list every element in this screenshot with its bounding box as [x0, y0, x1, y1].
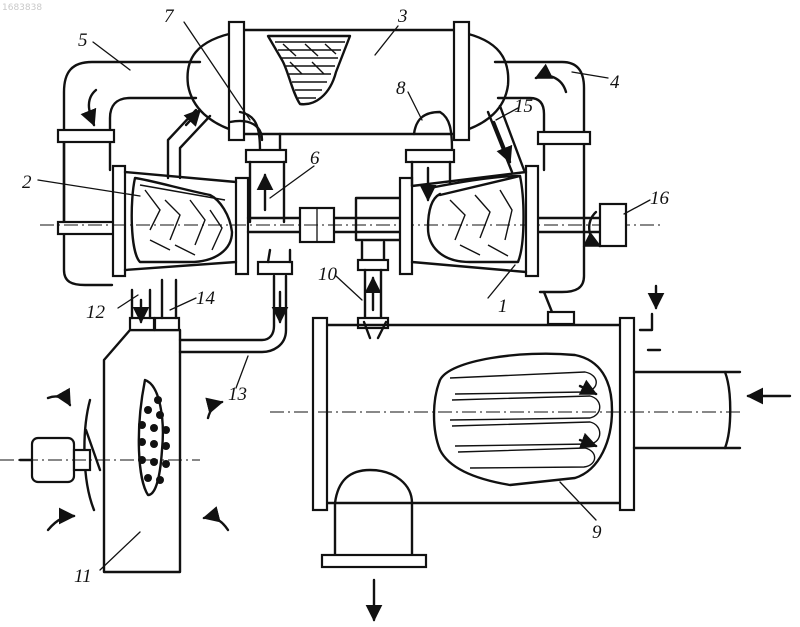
- tank-9: [270, 286, 790, 620]
- label-1: 1: [498, 296, 508, 317]
- pipe-10: [358, 242, 388, 328]
- leader-lines: [38, 22, 650, 570]
- part-labels: 1 2 3 4 5 6 7 8 9 10 11 12 13 14 15 16: [22, 6, 670, 587]
- cooler-11: [0, 280, 228, 572]
- label-16: 16: [650, 188, 670, 209]
- label-10: 10: [318, 264, 338, 285]
- label-3: 3: [397, 6, 408, 27]
- label-4: 4: [610, 72, 620, 93]
- label-9: 9: [592, 522, 602, 543]
- label-5: 5: [78, 30, 88, 51]
- label-11: 11: [74, 566, 92, 587]
- duct-4: [495, 62, 590, 324]
- label-12: 12: [86, 302, 106, 323]
- label-14: 14: [196, 288, 216, 309]
- pipe-left-diagonal: [168, 110, 210, 178]
- watermark-text: 1683838: [2, 3, 42, 13]
- label-8: 8: [396, 78, 406, 99]
- label-13: 13: [228, 384, 247, 405]
- cooler-tubes: [138, 396, 170, 484]
- label-6: 6: [310, 148, 320, 169]
- turbine-1: [400, 166, 538, 276]
- label-7: 7: [164, 6, 175, 27]
- label-15: 15: [514, 96, 533, 117]
- label-2: 2: [22, 172, 32, 193]
- compressor-2: [113, 166, 248, 276]
